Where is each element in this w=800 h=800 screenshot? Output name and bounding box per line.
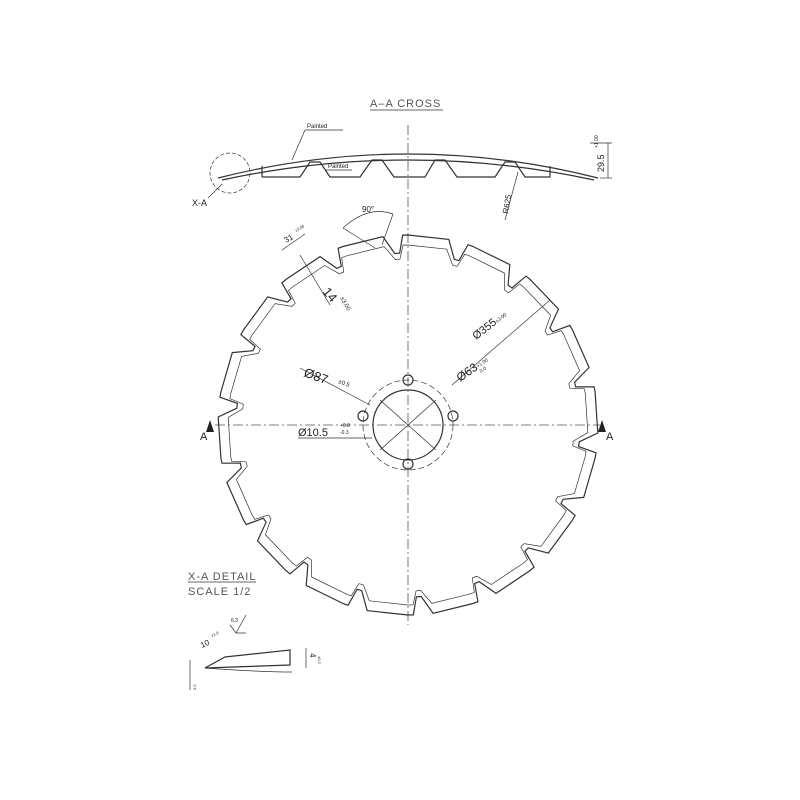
section-marker-right: A: [606, 431, 614, 443]
detail-title: X-A DETAIL: [188, 571, 256, 583]
height-label: 29.5: [596, 154, 606, 172]
bolt-hole-tol-upper: +0.8: [340, 423, 350, 429]
bevel-tol: ±1.5: [210, 630, 220, 638]
bolt-circle-label: Ø87: [302, 365, 330, 388]
angle-ext-1: [342, 227, 376, 249]
center-hole-tol-lower: 0.0: [479, 366, 488, 375]
roughness-symbol-icon: [229, 614, 247, 634]
outer-dia-tol: ±3.00: [495, 312, 509, 325]
cross-section-view: A–A CROSS 29.5 +1.00 R625 X-A Painted Pa…: [192, 98, 612, 221]
outer-dia-line: [451, 299, 551, 386]
bolt-circle-leader: [299, 367, 371, 406]
radius-leader: [504, 171, 519, 221]
detail-circle: [209, 152, 251, 194]
section-arrow-right-icon: [598, 420, 606, 432]
bolt-circle: [362, 379, 454, 471]
detail-profile: [204, 649, 291, 669]
section-marker-left: A: [200, 431, 208, 443]
bolt-hole-top: [402, 374, 414, 386]
angle-label: 90°: [362, 205, 374, 214]
notch-depth-line: [299, 254, 331, 306]
cross-top-curve: [217, 153, 599, 179]
detail-bottom-curve: [204, 667, 293, 673]
notch-width-tol: ±3.00: [294, 223, 306, 233]
section-arrow-left-icon: [206, 420, 214, 432]
bolt-hole-label: Ø10.5: [298, 427, 328, 439]
notch-width-line: [281, 233, 306, 251]
angle-ext-2: [381, 213, 394, 246]
detail-view: X-A DETAIL SCALE 1/2 10 ±1.5 6.3 4 ±0.2 …: [188, 571, 322, 690]
notch-width-label: 31: [283, 232, 296, 245]
bolt-circle-tol: ±0.5: [337, 379, 351, 389]
notch-depth-label: 14: [320, 284, 341, 305]
notch-depth-tol: ±3.00: [338, 296, 351, 313]
cross-bottom-curve: [221, 159, 595, 181]
detail-scale: SCALE 1/2: [188, 586, 251, 598]
cross-serrations: [261, 159, 551, 178]
disc-outer-edge: [217, 234, 599, 616]
bolt-hole-left: [357, 410, 369, 422]
disc-bevel-edge: [227, 244, 589, 606]
bevel-label: 10: [199, 638, 211, 650]
height-tol: +1.00: [594, 135, 600, 148]
thickness-label: 4: [308, 653, 317, 658]
detail-leader: [207, 183, 223, 199]
painted-top-label: Painted: [307, 124, 327, 130]
cross-section-title: A–A CROSS: [370, 98, 441, 110]
bolt-hole-tol-lower: -0.3: [340, 430, 349, 436]
bolt-hole-right: [447, 410, 459, 422]
painted-bottom-label: Painted: [328, 164, 348, 170]
hole-cross-2: [379, 399, 437, 451]
edge-label: 0.5: [192, 684, 197, 690]
bolt-hole-bottom: [402, 458, 414, 470]
roughness-label: 6.3: [231, 618, 238, 624]
detail-ref-label: X-A: [192, 198, 207, 208]
plan-view: Ø87 ±0.5 Ø63 +1.00 0.0 Ø355 ±3.00 Ø10.5 …: [200, 205, 614, 616]
radius-label: R625: [501, 193, 513, 214]
angle-arc: [342, 211, 394, 229]
thickness-tol: ±0.2: [317, 656, 322, 665]
center-hole: [372, 389, 444, 461]
painted-top-arrow: [291, 129, 306, 161]
